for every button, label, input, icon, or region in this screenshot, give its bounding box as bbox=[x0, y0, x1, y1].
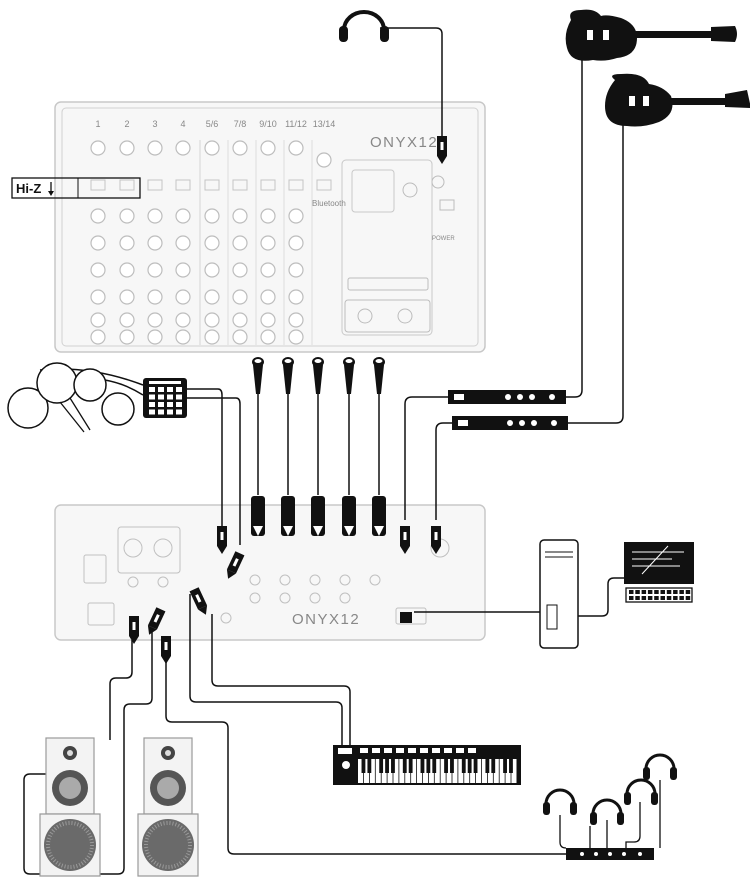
mixer-rear-brand: ONYX12 bbox=[292, 611, 360, 628]
channel-number: 13/14 bbox=[313, 119, 336, 129]
keyboard-icon bbox=[333, 745, 521, 785]
channel-number: 2 bbox=[124, 119, 129, 129]
laptop-icon bbox=[624, 542, 694, 603]
mixer-rear-panel bbox=[54, 504, 486, 641]
di-box-icon bbox=[448, 390, 566, 404]
microphone-icon bbox=[282, 357, 294, 394]
drum-kit-icon bbox=[7, 362, 135, 433]
mixer-top-brand: ONYX12 bbox=[370, 134, 438, 151]
power-label: POWER bbox=[432, 236, 455, 242]
channel-number: 3 bbox=[152, 119, 157, 129]
computer-tower-icon bbox=[539, 539, 579, 649]
channel-number: 4 bbox=[180, 119, 185, 129]
usb-plug bbox=[400, 612, 412, 623]
studio-monitor-icon bbox=[137, 737, 199, 877]
headphones-icon bbox=[339, 10, 389, 42]
headphone-cables bbox=[559, 780, 661, 849]
jack-plug-icon bbox=[161, 636, 171, 664]
hiz-label: Hi-Z bbox=[16, 181, 41, 196]
microphone-icon bbox=[252, 357, 264, 394]
electric-guitar-icon bbox=[605, 73, 750, 127]
channel-number: 9/10 bbox=[259, 119, 277, 129]
channel-number: 5/6 bbox=[206, 119, 219, 129]
bluetooth-label: Bluetooth bbox=[312, 199, 346, 208]
channel-number: 1 bbox=[95, 119, 100, 129]
headphones-icon bbox=[641, 753, 679, 782]
microphone-icon bbox=[343, 357, 355, 394]
di-box-icon bbox=[452, 416, 568, 430]
microphones bbox=[252, 357, 385, 394]
channel-number: 7/8 bbox=[234, 119, 247, 129]
microphone-icon bbox=[312, 357, 324, 394]
hiz-callout: Hi-Z bbox=[11, 177, 141, 199]
microphone-icon bbox=[373, 357, 385, 394]
channel-number: 11/12 bbox=[285, 119, 307, 129]
rear-jacks bbox=[129, 526, 441, 664]
guitar-icon bbox=[565, 9, 737, 61]
drum-pad-icon bbox=[143, 378, 187, 418]
studio-monitor-icon bbox=[39, 737, 101, 877]
mixer-top-panel bbox=[54, 101, 486, 353]
headphone-amp-icon bbox=[566, 848, 654, 860]
headphones-icon bbox=[541, 788, 579, 817]
headphones-icon bbox=[622, 778, 660, 807]
channel-numbers: 1 2 3 4 5/6 7/8 9/10 11/12 13/14 bbox=[95, 119, 335, 129]
